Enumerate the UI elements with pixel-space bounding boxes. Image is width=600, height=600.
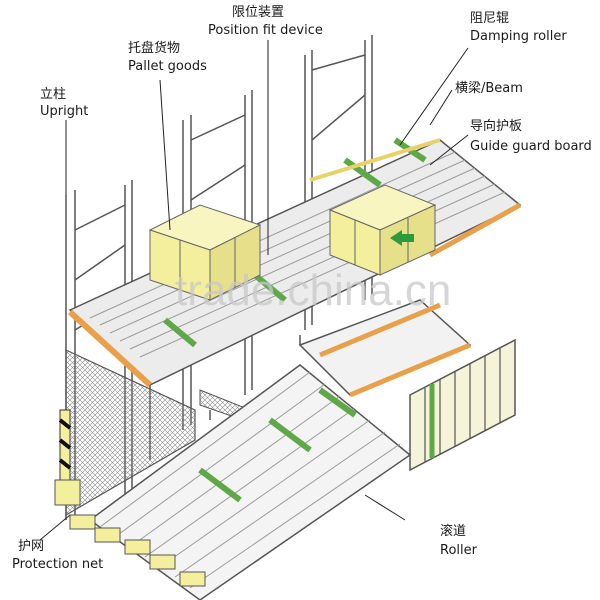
roller-label-en: Roller <box>440 543 478 558</box>
label-pallet-goods: 托盘货物 Pallet goods <box>128 40 207 74</box>
protection-net-label-en: Protection net <box>12 557 103 572</box>
upright-label-en: Upright <box>40 104 88 119</box>
guide-guard-label-en: Guide guard board <box>470 139 592 154</box>
pallet-goods-left <box>148 204 262 301</box>
guide-guard-gate <box>409 338 516 472</box>
watermark: trade.china.cn <box>175 266 451 315</box>
position-fit-label-cn: 限位装置 <box>232 5 284 20</box>
label-beam: 横梁/Beam <box>455 81 523 96</box>
green-arrow-icon <box>390 230 414 246</box>
bottom-roller-conveyor <box>69 364 412 600</box>
middle-roller-section <box>319 302 471 398</box>
roller-label-cn: 滚道 <box>440 523 466 539</box>
pallet-goods-label-cn: 托盘货物 <box>128 40 180 56</box>
pallet-goods-right <box>328 184 437 276</box>
damping-roller-label-cn: 阻尼辊 <box>470 11 509 26</box>
upright-label-cn: 立柱 <box>40 87 66 102</box>
label-roller: 滚道 Roller <box>440 523 478 558</box>
pallet-goods-label-en: Pallet goods <box>128 59 207 74</box>
label-guide-guard-board: 导向护板 Guide guard board <box>470 118 592 154</box>
label-upright: 立柱 Upright <box>40 87 88 119</box>
damping-roller-label-en: Damping roller <box>470 29 567 44</box>
label-protection-net: 护网 Protection net <box>12 539 103 572</box>
guide-guard-label-cn: 导向护板 <box>470 118 522 134</box>
position-fit-label-en: Position fit device <box>208 23 323 38</box>
label-damping-roller: 阻尼辊 Damping roller <box>470 11 567 44</box>
beam-label: 横梁/Beam <box>455 81 523 96</box>
protection-net-label-cn: 护网 <box>18 539 44 554</box>
label-position-fit-device: 限位装置 Position fit device <box>208 5 323 38</box>
leader-lines <box>39 40 469 541</box>
hazard-post <box>54 409 81 506</box>
